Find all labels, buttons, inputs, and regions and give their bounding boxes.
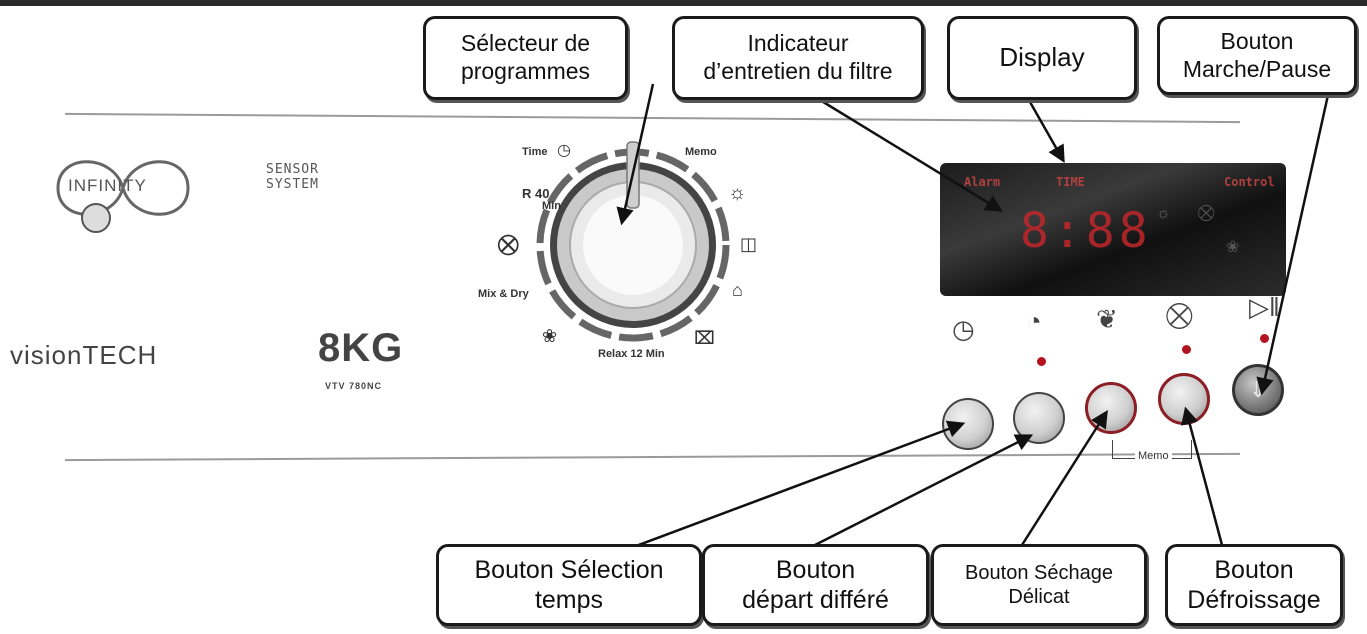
infinity-symbol-icon bbox=[56, 160, 190, 233]
wool-icon: ❀ bbox=[542, 326, 558, 346]
arrow-delicate-drying bbox=[1020, 410, 1108, 546]
hanger-icon: ⌂ bbox=[732, 280, 743, 300]
visiontech-logo: visionTECH bbox=[10, 340, 158, 370]
arrow-filter-indicator bbox=[819, 98, 1003, 212]
anti-crease-led bbox=[1182, 345, 1191, 354]
dial-label-memo: Memo bbox=[685, 146, 717, 158]
lcd-time-label: TIME bbox=[1056, 175, 1085, 189]
sun-icon: ☼ bbox=[728, 182, 747, 204]
delayed-start-icon: ◔ bbox=[1026, 306, 1042, 336]
arrow-time-selection bbox=[619, 420, 966, 554]
start-pause-led bbox=[1260, 334, 1269, 343]
lcd-shirt-icon: ⛒ bbox=[1198, 205, 1215, 222]
dial-label-r40: R 40 bbox=[522, 186, 550, 201]
capacity-label: 8KG bbox=[318, 326, 404, 370]
top-bar bbox=[0, 0, 1367, 6]
lcd-sun-icon: ☼ bbox=[1156, 205, 1171, 222]
time-selection-icon: ◷ bbox=[952, 314, 975, 344]
model-label: VTV 780NC bbox=[325, 381, 383, 391]
anti-crease-icon: ⛒ bbox=[1166, 300, 1193, 330]
callout-start-pause: Bouton Marche/Pause bbox=[1157, 16, 1357, 95]
callout-program-selector: Sélecteur de programmes bbox=[423, 16, 628, 100]
infinity-logo: INFINITY bbox=[48, 148, 198, 238]
program-selector-dial[interactable]: Time ◷ Memo R 40 Min ☼ ⛒ ◫ Mix & Dry ⌂ ❀… bbox=[470, 130, 760, 370]
delicate-drying-icon: ❦ bbox=[1096, 304, 1118, 334]
infinity-brand-text: INFINITY bbox=[68, 176, 147, 195]
system-text: SYSTEM bbox=[266, 177, 319, 192]
cabinet-icon: ◫ bbox=[740, 234, 758, 254]
iron-icon: ⌧ bbox=[694, 328, 715, 348]
lcd-wool-icon: ❀ bbox=[1226, 239, 1240, 256]
lcd-control-label: Control bbox=[1224, 175, 1275, 189]
sensor-system-logo: SENSOR SYSTEM bbox=[266, 162, 319, 192]
lcd-alarm-label: Alarm bbox=[964, 175, 1001, 189]
dial-label-min: Min bbox=[542, 200, 561, 212]
arrow-display bbox=[1028, 101, 1065, 164]
dial-label-relax: Relax 12 Min bbox=[598, 348, 665, 360]
shirt-icon: ⛒ bbox=[498, 234, 519, 256]
dial-label-mix-dry: Mix & Dry bbox=[478, 288, 529, 300]
dial-label-time: Time bbox=[522, 146, 548, 158]
memo-label: Memo bbox=[1135, 450, 1172, 462]
lcd-display: Alarm TIME Control 8:88 ☼ ⛒ ❀ bbox=[940, 163, 1286, 296]
delicate-drying-button[interactable] bbox=[1085, 382, 1137, 434]
sensor-text: SENSOR bbox=[266, 162, 319, 177]
callout-display: Display bbox=[947, 16, 1137, 100]
lcd-digits: 8:88 bbox=[1020, 203, 1152, 259]
delayed-start-led bbox=[1037, 357, 1046, 366]
callout-delayed-start: Bouton départ différé bbox=[702, 544, 929, 626]
arrow-delayed-start bbox=[814, 434, 1034, 547]
dial-graphic bbox=[536, 141, 730, 342]
play-pause-icon: ▷‖ bbox=[1249, 292, 1280, 322]
callout-time-selection: Bouton Sélection temps bbox=[436, 544, 702, 626]
arrow-program-selector bbox=[616, 83, 655, 226]
callout-delicate-drying: Bouton Séchage Délicat bbox=[931, 544, 1147, 626]
callout-filter-indicator: Indicateur d’entretien du filtre bbox=[672, 16, 924, 100]
callout-anti-crease: Bouton Défroissage bbox=[1165, 544, 1343, 626]
arrow-start-pause bbox=[1256, 94, 1330, 396]
arrow-anti-crease bbox=[1181, 406, 1224, 546]
clock-icon: ◷ bbox=[557, 142, 571, 159]
